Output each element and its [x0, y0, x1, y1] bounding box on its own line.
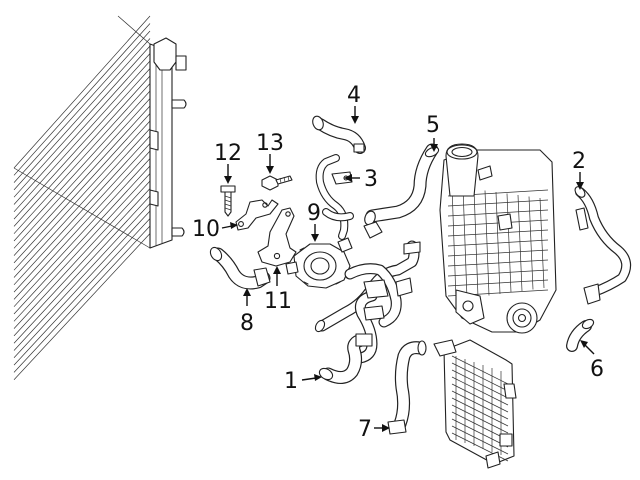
callout-5: 5: [426, 113, 440, 138]
callout-3: 3: [364, 167, 378, 192]
part-4-hose: [312, 115, 366, 154]
callout-6: 6: [590, 357, 604, 382]
callout-9: 9: [307, 201, 321, 226]
part-13-bolt: [261, 175, 293, 191]
part-12-screw: [220, 185, 236, 217]
part-3-pipe: [315, 154, 354, 240]
callout-13: 13: [256, 131, 284, 156]
part-10-bracket: [235, 199, 279, 231]
coolant-pipe-assembly: [314, 240, 421, 364]
callout-4: 4: [347, 83, 361, 108]
part-9-pump: [285, 237, 353, 289]
part-5-hose: [363, 143, 440, 239]
part-7-hose: [387, 340, 427, 435]
callout-1: 1: [284, 369, 298, 394]
callout-2: 2: [572, 149, 586, 174]
callout-12: 12: [214, 141, 242, 166]
callout-10: 10: [192, 217, 220, 242]
part-2-hose: [574, 186, 632, 305]
callout-7: 7: [358, 417, 372, 442]
callout-11: 11: [264, 289, 292, 314]
callout-8: 8: [240, 311, 254, 336]
part-8-hose: [209, 246, 271, 290]
supercharger-unit: [439, 143, 557, 334]
part-11-bracket: [257, 207, 297, 267]
radiator: [13, 15, 187, 380]
callouts: 1 2 3 4 5 6 7 8 9 10: [192, 83, 604, 442]
part-1-hose: [318, 333, 373, 384]
auxiliary-radiator: [433, 339, 517, 469]
part-6-hose: [566, 318, 595, 352]
